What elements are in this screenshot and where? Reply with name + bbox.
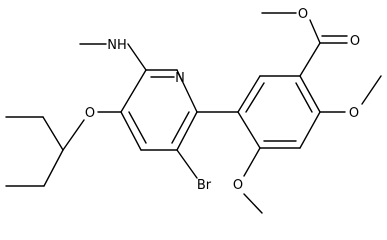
bond (120, 111, 142, 151)
atom-label-ring-nitrogen: N (175, 71, 185, 86)
atom-label-methoxy-oxygen-lower: O (233, 178, 243, 193)
bond (309, 19, 321, 44)
bond (243, 193, 263, 214)
atom-label-carbonyl-oxygen: O (350, 34, 360, 49)
bond (128, 111, 147, 144)
bond (295, 82, 313, 113)
bond (237, 75, 261, 113)
bond (243, 147, 261, 177)
bond (245, 82, 265, 113)
atom-label-ether-oxygen: O (85, 106, 95, 121)
bond (43, 149, 64, 187)
bond (176, 69, 198, 113)
bond (127, 43, 147, 71)
atom-label-bromine: Br (197, 178, 212, 193)
atom-label-ester-oxygen: O (298, 7, 308, 22)
bond (361, 75, 382, 105)
atom-label-nh: NH (107, 38, 127, 53)
bond (237, 111, 261, 149)
bond (42, 116, 64, 151)
bond (176, 149, 198, 179)
bond (176, 111, 198, 151)
bond (171, 111, 190, 144)
bond (299, 111, 321, 149)
bond (62, 119, 85, 151)
bond (120, 69, 147, 113)
bond (299, 75, 321, 113)
bond (299, 42, 321, 77)
atom-label-methoxy-oxygen-upper: O (349, 106, 359, 121)
molecule-structure: NH N O Br O O O O (5, 7, 382, 214)
